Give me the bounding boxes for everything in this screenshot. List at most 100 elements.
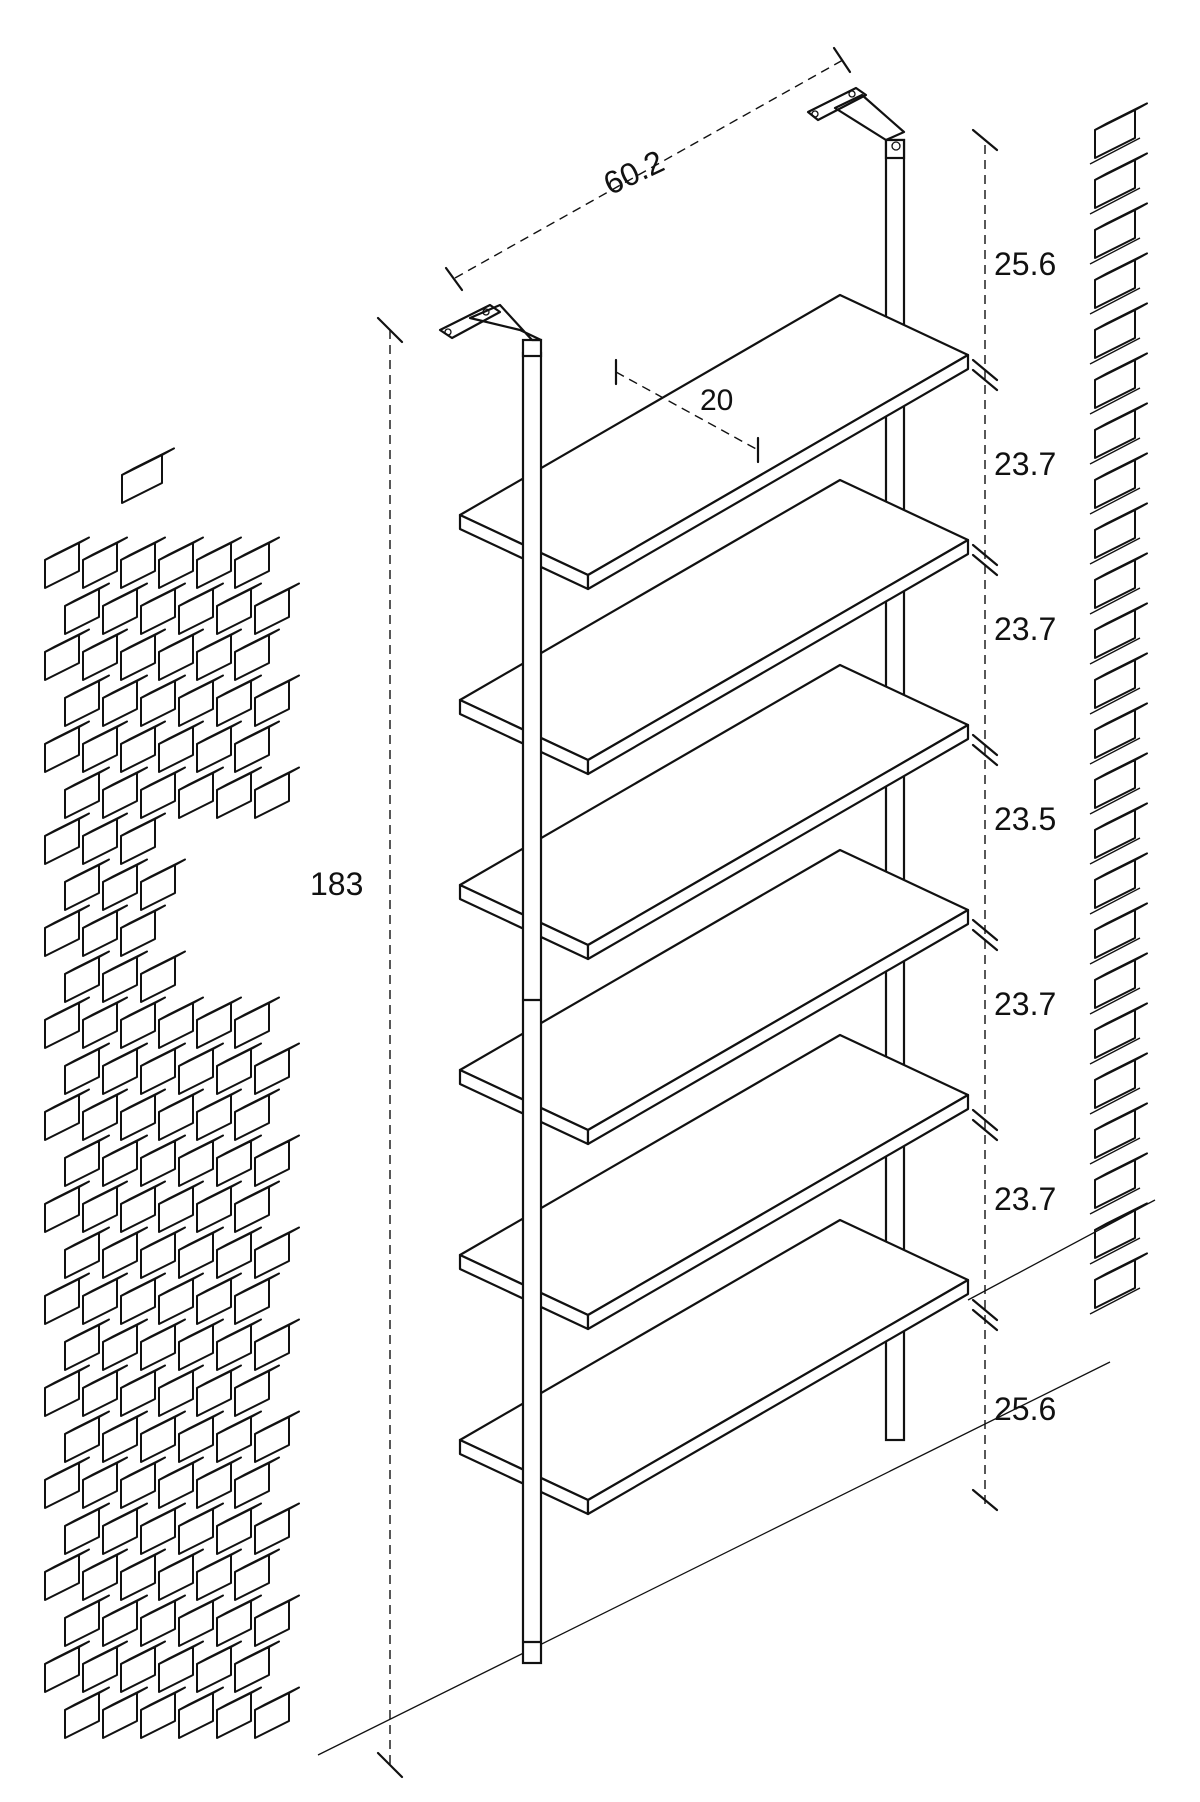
brick [140,1594,186,1647]
brick [102,766,148,819]
brick [140,1226,186,1279]
brick [102,1502,148,1555]
brick [1094,752,1148,809]
brick [216,1686,262,1739]
brick [44,720,90,773]
brick [254,1502,300,1555]
brick [1094,1152,1148,1209]
brick [102,1594,148,1647]
brick [158,1548,204,1601]
brick [158,996,204,1049]
brick [1094,952,1148,1009]
brick [178,582,224,635]
brick [44,1640,90,1693]
brick [82,1088,128,1141]
brick [140,950,186,1003]
wall-bracket-right [806,86,906,151]
brick [216,1042,262,1095]
brick [102,858,148,911]
total-height-label: 183 [310,866,363,902]
brick [121,447,175,504]
brick [140,858,186,911]
brick [254,1318,300,1371]
brick [196,1548,242,1601]
brick [120,1088,166,1141]
spacing-label-7: 25.6 [994,1391,1056,1427]
brick [120,1456,166,1509]
brick [82,536,128,589]
brick [64,674,110,727]
width-label: 60.2 [598,143,670,202]
brick [178,1042,224,1095]
brick [64,582,110,635]
brick [158,1272,204,1325]
brick [140,582,186,635]
brick [82,628,128,681]
brick [254,1594,300,1647]
brick [178,766,224,819]
brick [120,1640,166,1693]
brick [64,1226,110,1279]
brick [196,1088,242,1141]
brick [234,1180,280,1233]
front-post [521,338,543,1665]
brick [64,1594,110,1647]
brick [254,1686,300,1739]
brick [158,1180,204,1233]
brick [216,766,262,819]
brick [1094,252,1148,309]
brick [64,1686,110,1739]
brick [1094,1252,1148,1309]
brick [1094,602,1148,659]
brick [1094,802,1148,859]
brick [82,812,128,865]
brick [234,1364,280,1417]
spacing-label-2: 23.7 [994,446,1056,482]
brick [82,1456,128,1509]
brick [120,1180,166,1233]
brick [64,1042,110,1095]
brick [140,1410,186,1463]
brick [1094,1052,1148,1109]
spacing-label-3: 23.7 [994,611,1056,647]
brick [44,1088,90,1141]
brick [254,1134,300,1187]
brick [158,1364,204,1417]
brick [1094,852,1148,909]
depth-label: 20 [700,384,733,417]
brick [120,720,166,773]
brick [158,1456,204,1509]
brick [196,1364,242,1417]
brick [102,582,148,635]
brick [158,720,204,773]
dimension-labels: 183 60.2 20 25.6 23.7 23.7 23.5 23.7 23.… [310,143,1056,1427]
brick [178,1686,224,1739]
brick [64,1134,110,1187]
brick [1094,202,1148,259]
brick [102,1042,148,1095]
brick [102,1410,148,1463]
spacing-ticks [971,128,999,1512]
brick [82,904,128,957]
brick [158,536,204,589]
brick [102,1686,148,1739]
brick [64,858,110,911]
wall-bracket-left [438,303,543,342]
brick [254,1042,300,1095]
brick [102,1226,148,1279]
brick [120,536,166,589]
brick [82,1640,128,1693]
brick [196,1640,242,1693]
height-ticks [376,316,404,1779]
brick [120,812,166,865]
brick [196,1180,242,1233]
brick [120,1272,166,1325]
brick [196,720,242,773]
brick [158,628,204,681]
brick [102,674,148,727]
brick [234,1088,280,1141]
brick [178,1226,224,1279]
brick [1094,1102,1148,1159]
brick [178,1318,224,1371]
